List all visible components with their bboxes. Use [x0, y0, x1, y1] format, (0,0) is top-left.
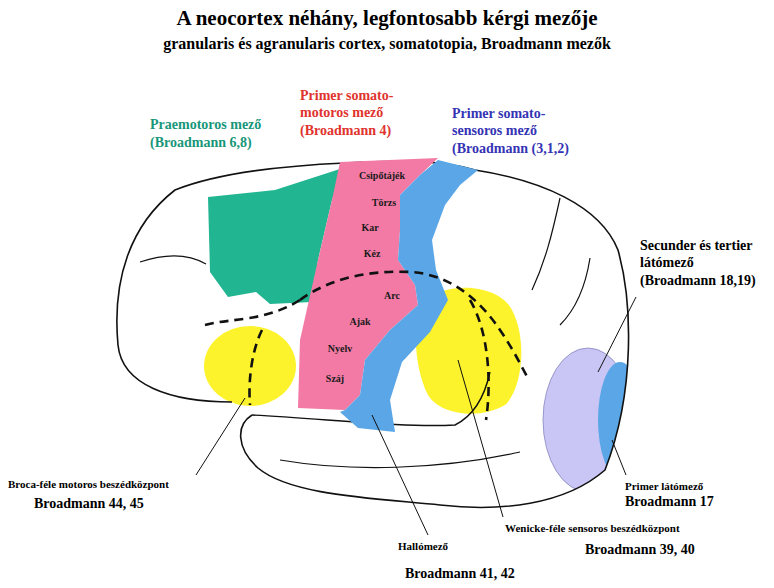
body-part-label: Kéz	[337, 248, 407, 260]
diagram-subtitle: granularis és agranularis cortex, somato…	[0, 34, 774, 53]
area-number: (Broadmann 18,19)	[640, 273, 770, 290]
body-part-label: Száj	[300, 373, 370, 385]
area-label: Wenicke-féle sensoros beszédközpont	[505, 522, 740, 535]
area-label: Primer látómező	[625, 480, 745, 493]
area-heading: Praemotoros mező	[150, 117, 310, 134]
body-part-label: Arc	[357, 290, 427, 302]
body-part-label: Ajak	[325, 316, 395, 328]
somatosensory-cortex: Primer somato- sensoros mező(Broadmann (…	[335, 104, 600, 436]
diagram-title: A neocortex néhány, legfontosabb kérgi m…	[0, 6, 774, 31]
leader-line	[458, 360, 503, 517]
body-part-label: Nyelv	[305, 343, 375, 355]
area-heading: Primer somato- sensoros mező	[452, 106, 577, 140]
area-fill	[340, 160, 478, 432]
body-part-label: Kar	[335, 222, 405, 234]
area-label: Broca-féle motoros beszédközpont	[8, 478, 218, 491]
parietal-sulcus	[532, 198, 560, 290]
leader-line	[612, 440, 626, 475]
leader-line	[196, 398, 245, 475]
dashed-boundary	[205, 300, 300, 325]
temporal-sulcus	[280, 452, 520, 468]
area-number: Broadmann 44, 45	[34, 496, 184, 513]
area-number: (Broadmann 6,8)	[150, 135, 310, 152]
area-number: (Broadmann 4)	[300, 123, 425, 140]
dashed-boundary	[300, 272, 528, 378]
area-number: (Broadmann (3,1,2)	[452, 141, 592, 158]
frontal-sulcus	[140, 256, 206, 264]
leader-line	[598, 297, 636, 372]
dashed-boundary	[470, 300, 489, 420]
area-label: Secunder és tertier látómező	[640, 238, 770, 272]
leader-line	[372, 415, 428, 535]
occipital-sulcus	[560, 258, 590, 325]
dashed-boundary	[250, 330, 263, 405]
body-part-label: Törzs	[349, 197, 419, 209]
area-number: Broadmann 39, 40	[585, 542, 735, 559]
area-number: Broadmann 41, 42	[405, 566, 555, 583]
area-heading: Primer somato- motoros mező	[300, 88, 425, 122]
body-part-label: Csipőtájék	[347, 170, 417, 182]
area-label: Hallómező	[398, 540, 488, 553]
area-number: Broadmann 17	[625, 494, 755, 511]
broca-area	[204, 326, 296, 406]
